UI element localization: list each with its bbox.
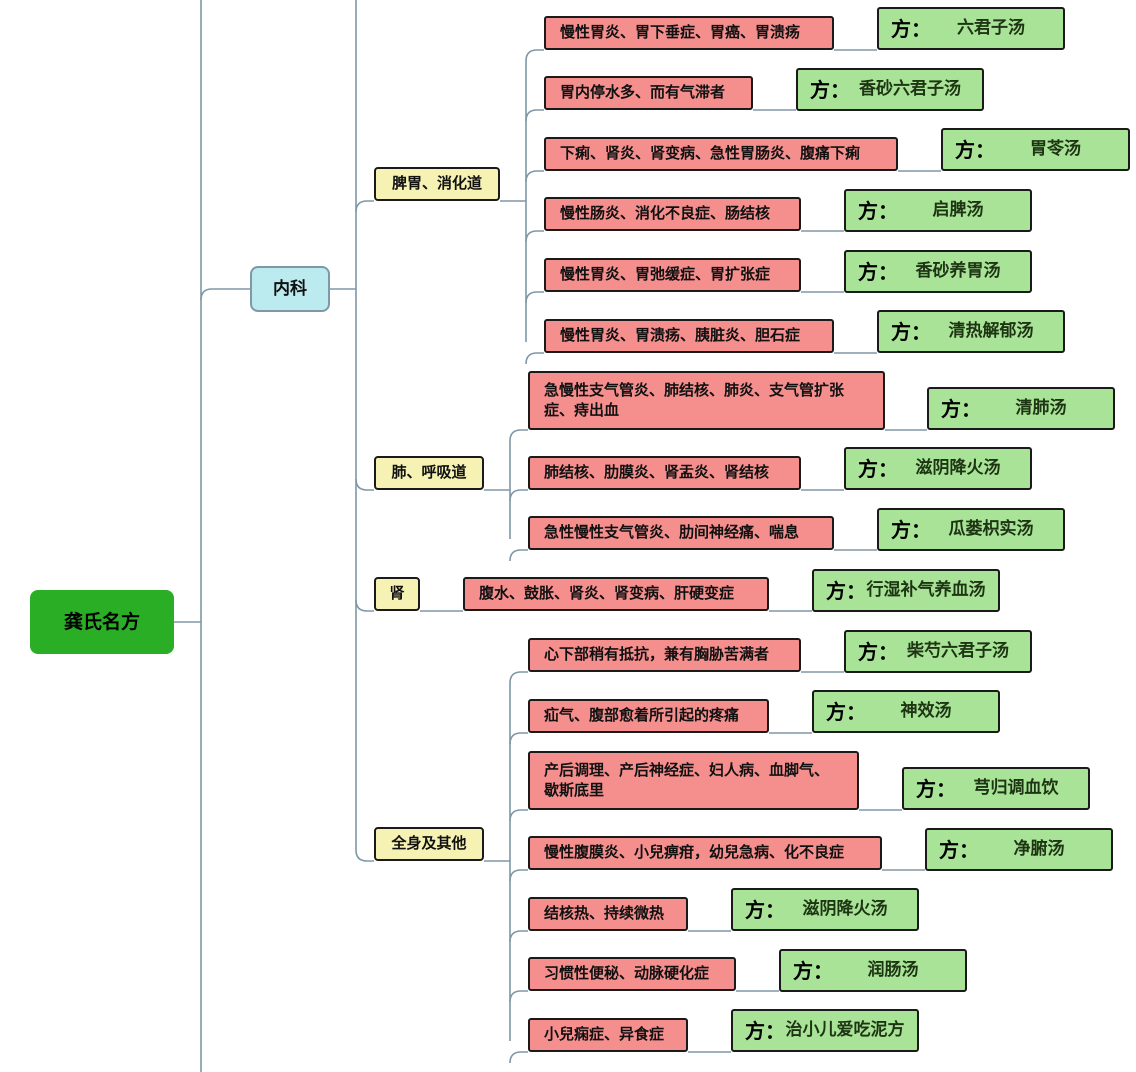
connector-line (200, 288, 250, 301)
formula-name: 香砂养胃汤 (915, 261, 1001, 282)
disease-node[interactable]: 慢性胃炎、胃溃疡、胰脏炎、胆石症 (544, 319, 834, 353)
connector-line (525, 291, 544, 304)
formula-name: 润肠汤 (867, 960, 919, 981)
formula-name: 启脾汤 (932, 200, 984, 221)
formula-node[interactable]: 方： 瓜蒌枳实汤 (877, 508, 1065, 551)
formula-node[interactable]: 方： 清热解郁汤 (877, 310, 1065, 353)
connector-line (509, 1051, 528, 1064)
disease-node[interactable]: 急性慢性支气管炎、肋间神经痛、喘息 (528, 516, 834, 550)
disease-node[interactable]: 结核热、持续微热 (528, 897, 688, 931)
disease-node[interactable]: 心下部稍有抵抗，兼有胸胁苦满者 (528, 638, 801, 672)
disease-node[interactable]: 肺结核、肋膜炎、肾盂炎、肾结核 (528, 456, 801, 490)
connector-line (509, 549, 528, 562)
formula-prefix: 方： (891, 517, 931, 542)
disease-node[interactable]: 小兒痫症、异食症 (528, 1018, 688, 1052)
formula-name: 柴芍六君子汤 (907, 641, 1009, 662)
formula-prefix: 方： (793, 958, 833, 983)
formula-prefix: 方： (916, 776, 956, 801)
formula-node[interactable]: 方： 滋阴降火汤 (844, 447, 1032, 490)
formula-node[interactable]: 方： 润肠汤 (779, 949, 967, 992)
formula-prefix: 方： (810, 77, 850, 102)
connector-line (525, 230, 544, 243)
formula-name: 治小儿爱吃泥方 (785, 1020, 905, 1041)
connector-line (355, 478, 374, 491)
root-node[interactable]: 龚氏名方 (30, 590, 174, 654)
disease-node[interactable]: 慢性腹膜炎、小兒痹疳，幼兒急病、化不良症 (528, 836, 882, 870)
connector-line (509, 809, 528, 822)
category-respiratory[interactable]: 肺、呼吸道 (374, 456, 484, 490)
connector-line (525, 49, 544, 62)
formula-node[interactable]: 方： 柴芍六君子汤 (844, 630, 1032, 673)
disease-node[interactable]: 胃内停水多、而有气滞者 (544, 76, 753, 110)
connector-line (525, 352, 544, 365)
connector-line (525, 170, 544, 183)
connector-line (355, 599, 374, 612)
disease-node[interactable]: 慢性胃炎、胃弛缓症、胃扩张症 (544, 258, 801, 292)
formula-prefix: 方： (891, 319, 931, 344)
formula-name: 神效汤 (900, 701, 952, 722)
formula-name: 清肺汤 (1015, 398, 1067, 419)
formula-name: 胃苓汤 (1030, 139, 1081, 160)
formula-prefix: 方： (939, 837, 979, 862)
formula-node[interactable]: 方： 治小儿爱吃泥方 (731, 1009, 919, 1052)
formula-prefix: 方： (955, 137, 995, 162)
formula-name: 清热解郁汤 (948, 321, 1034, 342)
formula-prefix: 方： (891, 16, 931, 41)
connector-line (525, 109, 544, 122)
formula-name: 香砂六君子汤 (859, 79, 961, 100)
formula-node[interactable]: 方： 胃苓汤 (941, 128, 1130, 171)
category-kidney[interactable]: 肾 (374, 577, 420, 611)
disease-node[interactable]: 疝气、腹部愈着所引起的疼痛 (528, 699, 769, 733)
formula-node[interactable]: 方： 香砂六君子汤 (796, 68, 984, 111)
disease-node[interactable]: 习惯性便秘、动脉硬化症 (528, 957, 736, 991)
disease-node[interactable]: 产后调理、产后神经症、妇人病、血脚气、歇斯底里 (528, 751, 859, 810)
formula-name: 滋阴降火汤 (802, 899, 888, 920)
formula-prefix: 方： (858, 198, 898, 223)
connector-line (509, 930, 528, 943)
formula-prefix: 方： (858, 259, 898, 284)
disease-node[interactable]: 急慢性支气管炎、肺结核、肺炎、支气管扩张症、痔出血 (528, 371, 885, 430)
formula-prefix: 方： (941, 396, 981, 421)
department-node[interactable]: 内科 (250, 266, 330, 312)
formula-node[interactable]: 方： 六君子汤 (877, 7, 1065, 50)
formula-name: 六君子汤 (957, 18, 1025, 39)
formula-node[interactable]: 方： 行湿补气养血汤 (812, 569, 1000, 612)
formula-name: 滋阴降火汤 (915, 458, 1001, 479)
formula-name: 芎归调血饮 (973, 778, 1059, 799)
formula-node[interactable]: 方： 神效汤 (812, 690, 1000, 733)
formula-prefix: 方： (745, 1018, 785, 1043)
connector-line (355, 849, 374, 862)
disease-node[interactable]: 腹水、鼓胀、肾炎、肾变病、肝硬变症 (463, 577, 769, 611)
formula-prefix: 方： (858, 639, 898, 664)
formula-prefix: 方： (858, 456, 898, 481)
connector-line (509, 489, 528, 502)
formula-node[interactable]: 方： 清肺汤 (927, 387, 1115, 430)
connector-line (355, 200, 374, 213)
formula-name: 瓜蒌枳实汤 (948, 519, 1034, 540)
connector-line (509, 990, 528, 1003)
formula-node[interactable]: 方： 芎归调血饮 (902, 767, 1090, 810)
formula-node[interactable]: 方： 净腑汤 (925, 828, 1113, 871)
connector-line (509, 732, 528, 745)
connector-line (509, 429, 528, 442)
formula-node[interactable]: 方： 香砂养胃汤 (844, 250, 1032, 293)
category-general[interactable]: 全身及其他 (374, 827, 484, 861)
formula-node[interactable]: 方： 启脾汤 (844, 189, 1032, 232)
formula-prefix: 方： (745, 897, 785, 922)
connector-line (509, 869, 528, 882)
formula-prefix: 方： (826, 578, 866, 603)
formula-node[interactable]: 方： 滋阴降火汤 (731, 888, 919, 931)
formula-name: 净腑汤 (1013, 839, 1065, 860)
disease-node[interactable]: 慢性胃炎、胃下垂症、胃癌、胃溃疡 (544, 16, 834, 50)
connector-line (509, 671, 528, 684)
formula-name: 行湿补气养血汤 (866, 580, 986, 601)
formula-prefix: 方： (826, 699, 866, 724)
category-digestive[interactable]: 脾胃、消化道 (374, 167, 500, 201)
disease-node[interactable]: 慢性肠炎、消化不良症、肠结核 (544, 197, 801, 231)
disease-node[interactable]: 下痢、肾炎、肾变病、急性胃肠炎、腹痛下痢 (544, 137, 898, 171)
